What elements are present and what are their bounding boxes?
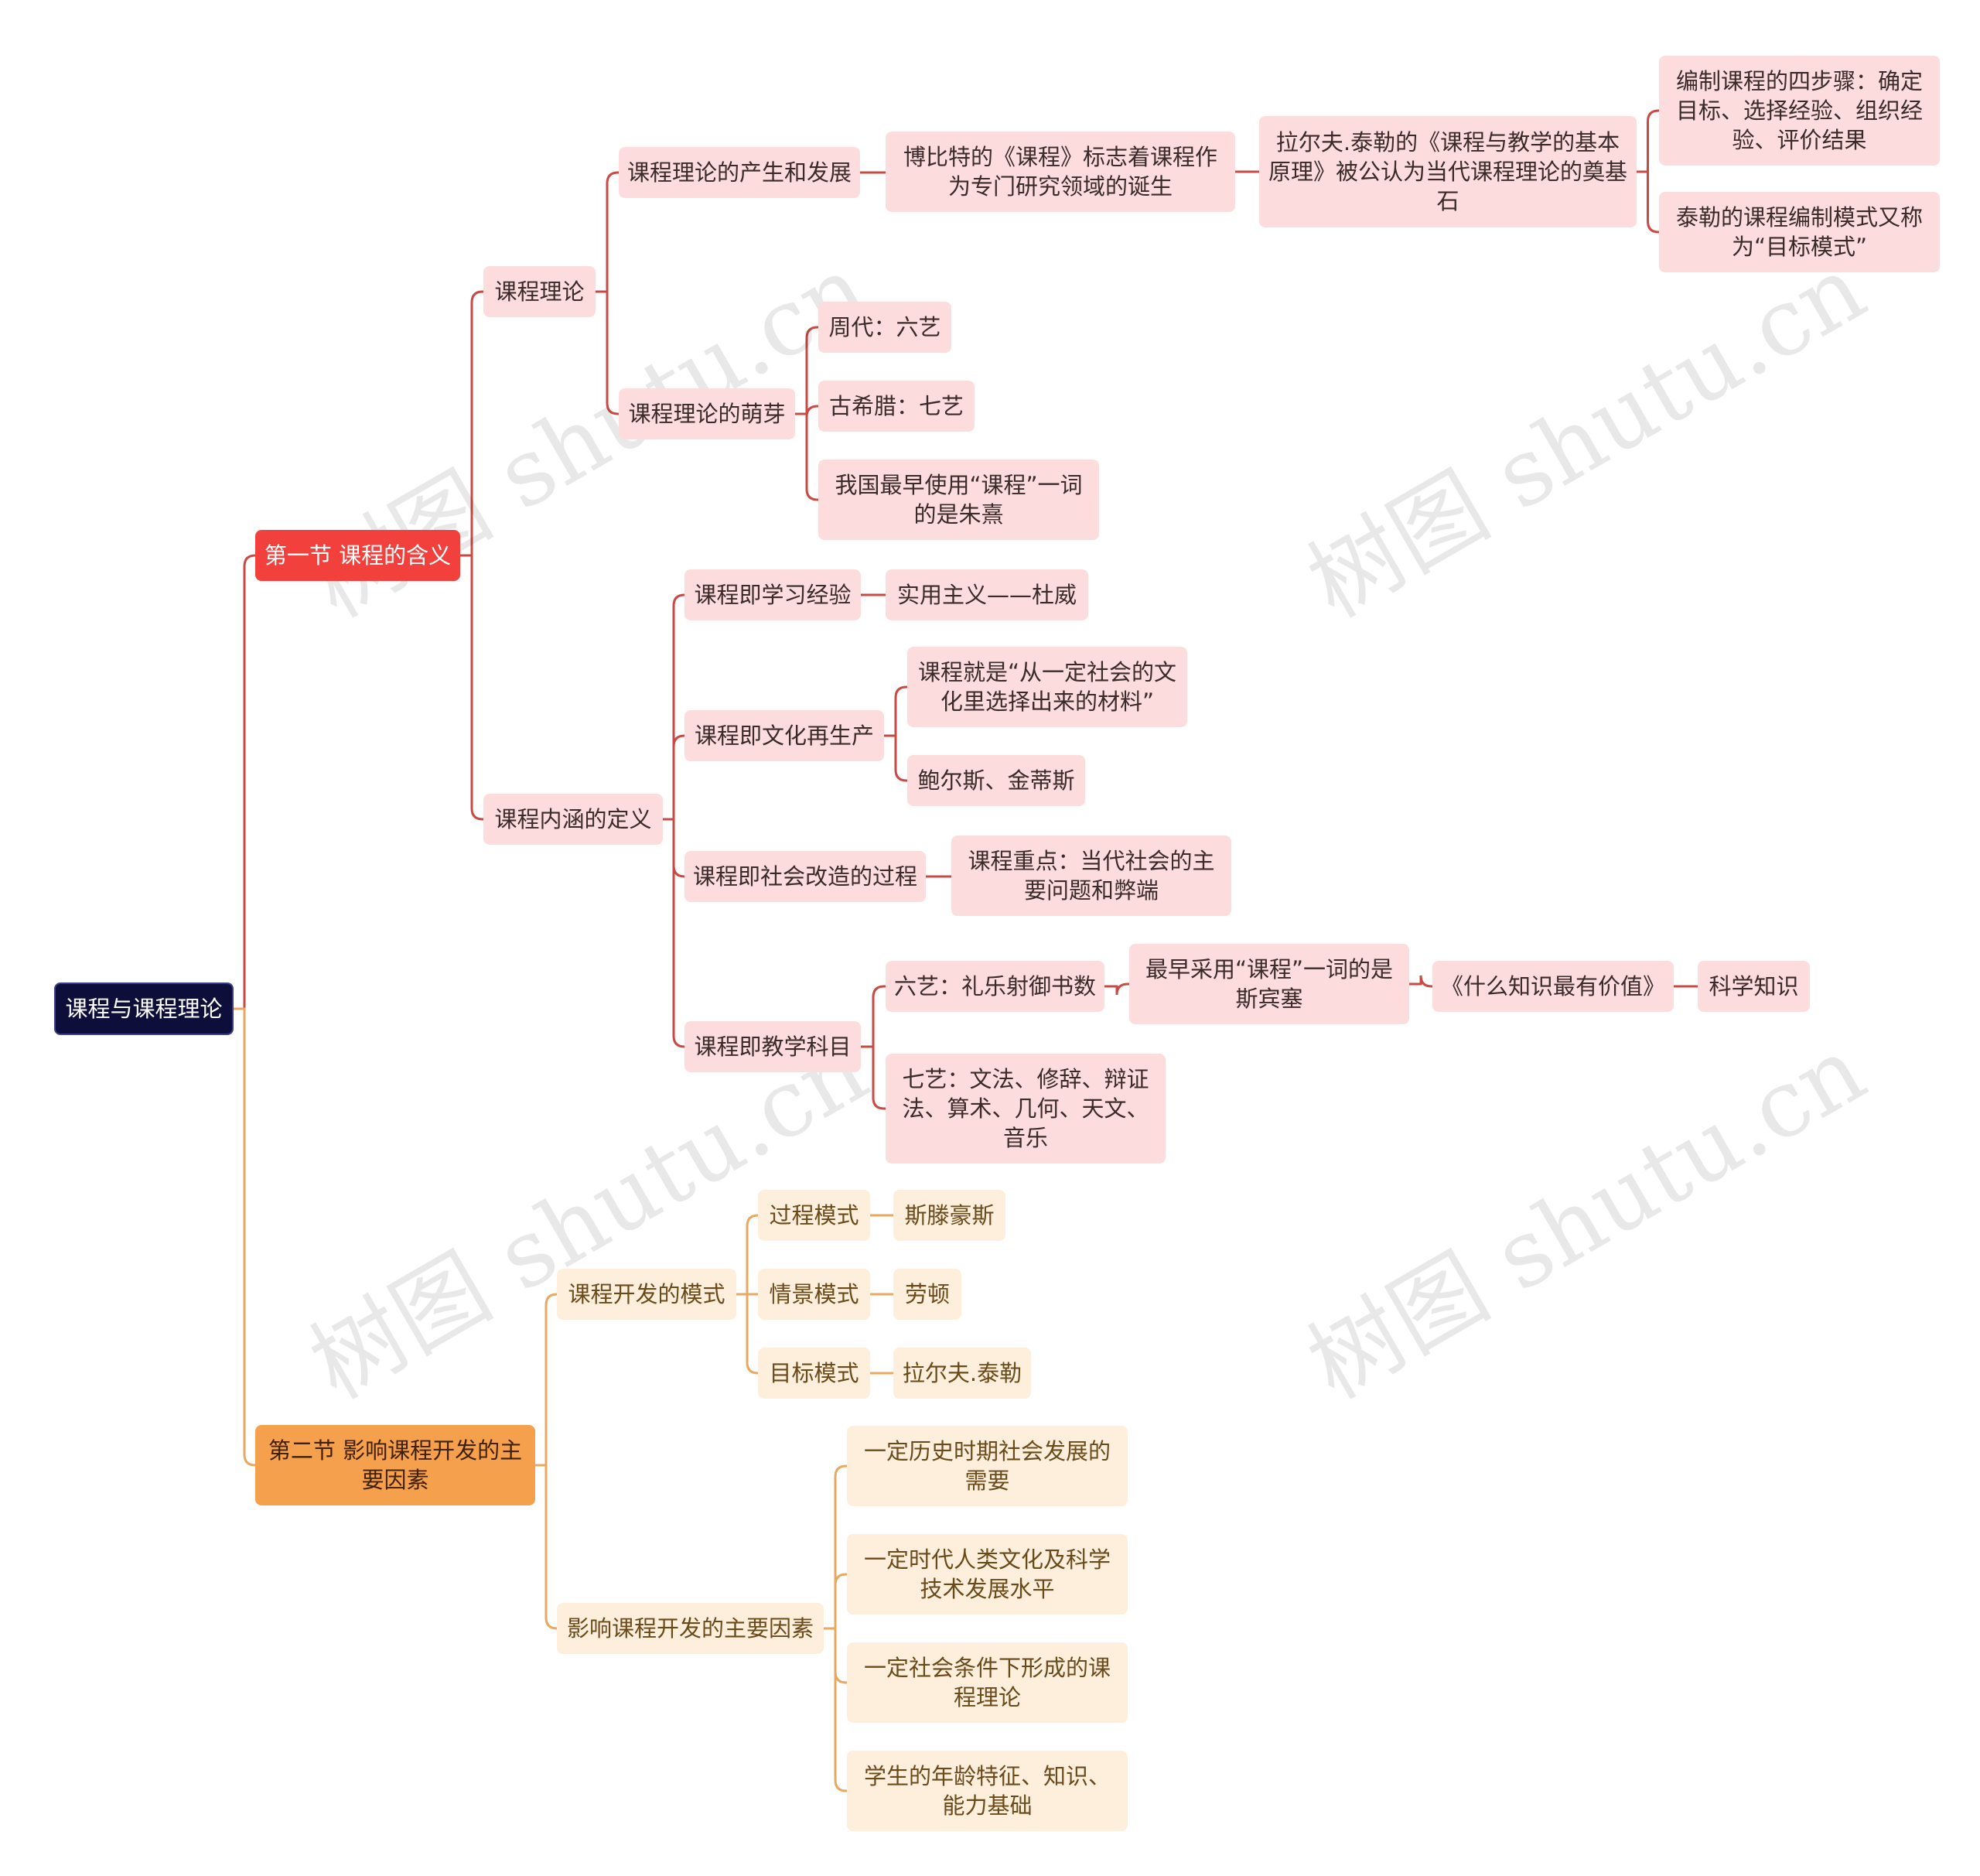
- connector-line: [663, 593, 685, 821]
- connector-line: [884, 734, 907, 782]
- connector-line: [795, 326, 818, 415]
- bowles-gintis-node[interactable]: 鲍尔斯、金蒂斯: [907, 755, 1085, 806]
- factor-student-text: 学生的年龄特征、知识、能力基础: [863, 1763, 1111, 1819]
- ancient-greece-node[interactable]: 古希腊：七艺: [818, 381, 975, 432]
- connector-line: [596, 290, 619, 415]
- factor-student-node[interactable]: 学生的年龄特征、知识、能力基础: [847, 1751, 1128, 1831]
- connector-line: [234, 554, 256, 1010]
- zhou-dynasty-node[interactable]: 周代：六艺: [818, 302, 951, 353]
- connector-line: [460, 554, 483, 821]
- course-theory-node[interactable]: 课程理论: [483, 266, 596, 317]
- book-title-node[interactable]: 《什么知识最有价值》: [1432, 961, 1674, 1012]
- connector-line: [824, 1464, 847, 1630]
- connector-line: [861, 1045, 886, 1110]
- connector-line: [884, 685, 907, 737]
- social-focus-text: 课程重点：当代社会的主要问题和弊端: [968, 848, 1215, 904]
- course-as-culture-node[interactable]: 课程即文化再生产: [684, 710, 884, 761]
- section-2-node[interactable]: 第二节 影响课程开发的主要因素: [255, 1425, 535, 1505]
- culture-material-node[interactable]: 课程就是“从一定社会的文化里选择出来的材料”: [907, 647, 1187, 727]
- seven-arts-text: 七艺：文法、修辞、辩证法、算术、几何、天文、音乐: [902, 1066, 1149, 1151]
- connector-line: [736, 1293, 759, 1375]
- zhuxi-text: 我国最早使用“课程”一词的是朱熹: [835, 472, 1083, 528]
- process-model-node[interactable]: 过程模式: [758, 1190, 870, 1241]
- ralph-tyler-node[interactable]: 拉尔夫.泰勒: [893, 1348, 1031, 1399]
- spencer-text: 最早采用“课程”一词的是斯宾塞: [1145, 956, 1394, 1012]
- factor-theory-node[interactable]: 一定社会条件下形成的课程理论: [847, 1642, 1128, 1723]
- six-arts-node[interactable]: 六艺：礼乐射御书数: [886, 961, 1104, 1012]
- zhuxi-node[interactable]: 我国最早使用“课程”一词的是朱熹: [818, 460, 1099, 540]
- four-steps-text: 编制课程的四步骤：确定目标、选择经验、组织经验、评价结果: [1675, 68, 1923, 153]
- lawton-node[interactable]: 劳顿: [893, 1269, 961, 1320]
- connector-line: [234, 1007, 256, 1467]
- connector-line: [663, 818, 685, 1048]
- connector-line: [1637, 170, 1659, 234]
- objective-model-node[interactable]: 目标模式: [758, 1348, 870, 1399]
- dewey-node[interactable]: 实用主义——杜威: [886, 569, 1088, 620]
- connector-line: [596, 171, 619, 293]
- scientific-knowledge-node[interactable]: 科学知识: [1698, 961, 1810, 1012]
- factor-culture-node[interactable]: 一定时代人类文化及科学技术发展水平: [847, 1534, 1128, 1615]
- tyler-text: 拉尔夫.泰勒的《课程与教学的基本原理》被公认为当代课程理论的奠基石: [1268, 129, 1628, 214]
- four-steps-node[interactable]: 编制课程的四步骤：确定目标、选择经验、组织经验、评价结果: [1659, 56, 1940, 166]
- root-node[interactable]: 课程与课程理论: [54, 982, 234, 1035]
- stenhouse-node[interactable]: 斯滕豪斯: [893, 1190, 1005, 1241]
- tyler-node[interactable]: 拉尔夫.泰勒的《课程与教学的基本原理》被公认为当代课程理论的奠基石: [1259, 116, 1637, 227]
- connector-line: [1409, 975, 1432, 988]
- target-model-node[interactable]: 泰勒的课程编制模式又称为“目标模式”: [1659, 192, 1940, 272]
- factor-society-node[interactable]: 一定历史时期社会发展的需要: [847, 1426, 1128, 1506]
- theory-origin-node[interactable]: 课程理论的产生和发展: [619, 147, 860, 198]
- connector-line: [861, 985, 886, 1048]
- situation-model-node[interactable]: 情景模式: [758, 1269, 870, 1320]
- factor-culture-text: 一定时代人类文化及科学技术发展水平: [863, 1546, 1111, 1602]
- connector-line: [663, 734, 685, 821]
- connector-line: [824, 1573, 847, 1630]
- bobbitt-text: 博比特的《课程》标志着课程作为专门研究领域的诞生: [903, 144, 1217, 200]
- spencer-node[interactable]: 最早采用“课程”一词的是斯宾塞: [1129, 944, 1409, 1024]
- development-models-node[interactable]: 课程开发的模式: [557, 1269, 736, 1320]
- course-as-experience-node[interactable]: 课程即学习经验: [684, 569, 861, 620]
- main-factors-node[interactable]: 影响课程开发的主要因素: [557, 1603, 824, 1654]
- connector-line: [824, 1627, 847, 1792]
- course-as-subject-node[interactable]: 课程即教学科目: [684, 1021, 861, 1072]
- target-model-text: 泰勒的课程编制模式又称为“目标模式”: [1675, 204, 1923, 260]
- connector-line: [460, 290, 483, 557]
- section-1-node[interactable]: 第一节 课程的含义: [255, 530, 460, 581]
- theory-sprout-node[interactable]: 课程理论的萌芽: [619, 388, 795, 439]
- bobbitt-node[interactable]: 博比特的《课程》标志着课程作为专门研究领域的诞生: [886, 132, 1235, 212]
- culture-material-text: 课程就是“从一定社会的文化里选择出来的材料”: [917, 659, 1177, 715]
- connector-line: [736, 1214, 759, 1296]
- connector-line: [1637, 109, 1659, 173]
- connector-line: [1104, 982, 1129, 996]
- seven-arts-node[interactable]: 七艺：文法、修辞、辩证法、算术、几何、天文、音乐: [886, 1054, 1166, 1164]
- section-2-text: 第二节 影响课程开发的主要因素: [268, 1437, 523, 1493]
- course-definition-node[interactable]: 课程内涵的定义: [483, 794, 663, 845]
- connector-line: [535, 1464, 558, 1630]
- factor-society-text: 一定历史时期社会发展的需要: [863, 1438, 1111, 1494]
- course-as-social-reform-node[interactable]: 课程即社会改造的过程: [684, 851, 926, 902]
- factor-theory-text: 一定社会条件下形成的课程理论: [863, 1655, 1111, 1710]
- social-focus-node[interactable]: 课程重点：当代社会的主要问题和弊端: [951, 835, 1231, 916]
- connector-line: [795, 412, 818, 501]
- connector-line: [535, 1293, 558, 1467]
